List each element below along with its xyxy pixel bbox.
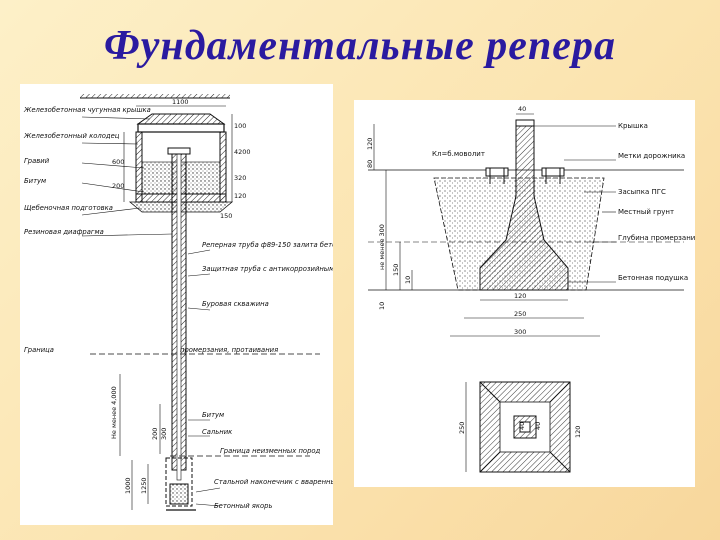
label-cover: Железобетонная чугунная крышка bbox=[23, 106, 151, 114]
label-borehole: Буровая скважина bbox=[202, 300, 269, 308]
dim-d8: 200 bbox=[151, 428, 159, 440]
label-crushed-stone: Щебеночная подготовка bbox=[24, 204, 113, 212]
dim-top: 40 bbox=[518, 105, 526, 113]
label-freezing: промерзания, протаивания bbox=[180, 346, 278, 354]
label-fill: Засыпка ПГС bbox=[618, 188, 666, 196]
deep-benchmark-drawing: Железобетонная чугунная крышка Железобет… bbox=[20, 84, 333, 525]
label-mark-sign: Кл=б.моволит bbox=[432, 150, 485, 158]
label-pad: Бетонная подушка bbox=[618, 274, 688, 282]
label-concrete-anchor: Бетонный якорь bbox=[214, 502, 272, 510]
monolith-cap bbox=[515, 119, 535, 127]
dim-d1: 100 bbox=[234, 122, 246, 130]
dim-plan-in1: 40 bbox=[518, 422, 526, 430]
label-gravel: Гравий bbox=[24, 157, 50, 165]
label-rubber-membrane: Резиновая диафрагма bbox=[24, 228, 104, 236]
dim-depth: Не менее 4,000 bbox=[110, 386, 118, 439]
dim-d11: 1250 bbox=[140, 477, 148, 494]
dim-d4: 600 bbox=[112, 158, 124, 166]
dim-depth-right: не менее 300 bbox=[378, 224, 386, 270]
label-rock-boundary: Граница неизменных пород bbox=[220, 447, 321, 455]
label-freeze-depth: Глубина промерзания bbox=[618, 234, 695, 242]
label-boundary: Граница bbox=[24, 346, 54, 354]
dim-h10b: 10 bbox=[378, 302, 386, 310]
label-bitumen-bottom: Битум bbox=[202, 411, 224, 419]
dim-d3: 320 bbox=[234, 174, 246, 182]
label-marker: Метки дорожника bbox=[618, 152, 685, 160]
dim-d9: 300 bbox=[160, 428, 168, 440]
plan-view bbox=[479, 381, 571, 473]
dim-h10a: 10 bbox=[404, 276, 412, 284]
label-pipe: Реперная труба ф89-150 залита бетоном bbox=[202, 241, 333, 249]
dim-d10: 1000 bbox=[124, 477, 132, 494]
dim-d2: 4200 bbox=[234, 148, 251, 156]
dimension-lines bbox=[119, 105, 233, 510]
label-sealing: Сальник bbox=[202, 428, 233, 436]
dim-plan-h: 250 bbox=[458, 422, 466, 434]
dim-d6: 120 bbox=[234, 192, 246, 200]
dim-width-top: 1100 bbox=[172, 98, 189, 106]
ground-surface bbox=[80, 94, 230, 99]
label-well: Железобетонный колодец bbox=[23, 132, 120, 140]
dim-h150: 150 bbox=[392, 264, 400, 276]
dim-w120: 120 bbox=[514, 292, 526, 300]
concrete-anchor bbox=[165, 457, 196, 511]
road-markers bbox=[485, 167, 565, 184]
dim-w250: 250 bbox=[514, 310, 526, 318]
dim-d7: 150 bbox=[220, 212, 232, 220]
label-bitumen-top: Битум bbox=[24, 177, 46, 185]
dim-plan-in3: 40 bbox=[534, 422, 542, 430]
dim-80: 80 bbox=[366, 160, 374, 168]
label-cover: Крышка bbox=[618, 122, 648, 130]
label-steel-anchor: Стальной наконечник с вваренным диском bbox=[214, 478, 333, 486]
deep-benchmark-svg: Железобетонная чугунная крышка Железобет… bbox=[23, 94, 333, 511]
ground-benchmark-drawing: 40 Крышка Метки дорожника Кл=б.моволит З… bbox=[354, 100, 695, 487]
dim-w300: 300 bbox=[514, 328, 526, 336]
slide-title: Фундаментальные репера bbox=[104, 23, 616, 69]
benchmark-pipe bbox=[167, 147, 191, 481]
label-soil: Местный грунт bbox=[618, 208, 674, 216]
leader-lines bbox=[81, 116, 221, 507]
dim-120: 120 bbox=[366, 138, 374, 150]
ground-benchmark-svg: 40 Крышка Метки дорожника Кл=б.моволит З… bbox=[366, 105, 695, 473]
right-dimension-lines bbox=[373, 124, 600, 337]
right-leader-lines bbox=[534, 125, 616, 283]
dim-d5: 200 bbox=[112, 182, 124, 190]
label-protective-pipe: Защитная труба с антикоррозийным покрыти… bbox=[202, 265, 333, 273]
dim-plan-in2: 120 bbox=[574, 426, 582, 438]
